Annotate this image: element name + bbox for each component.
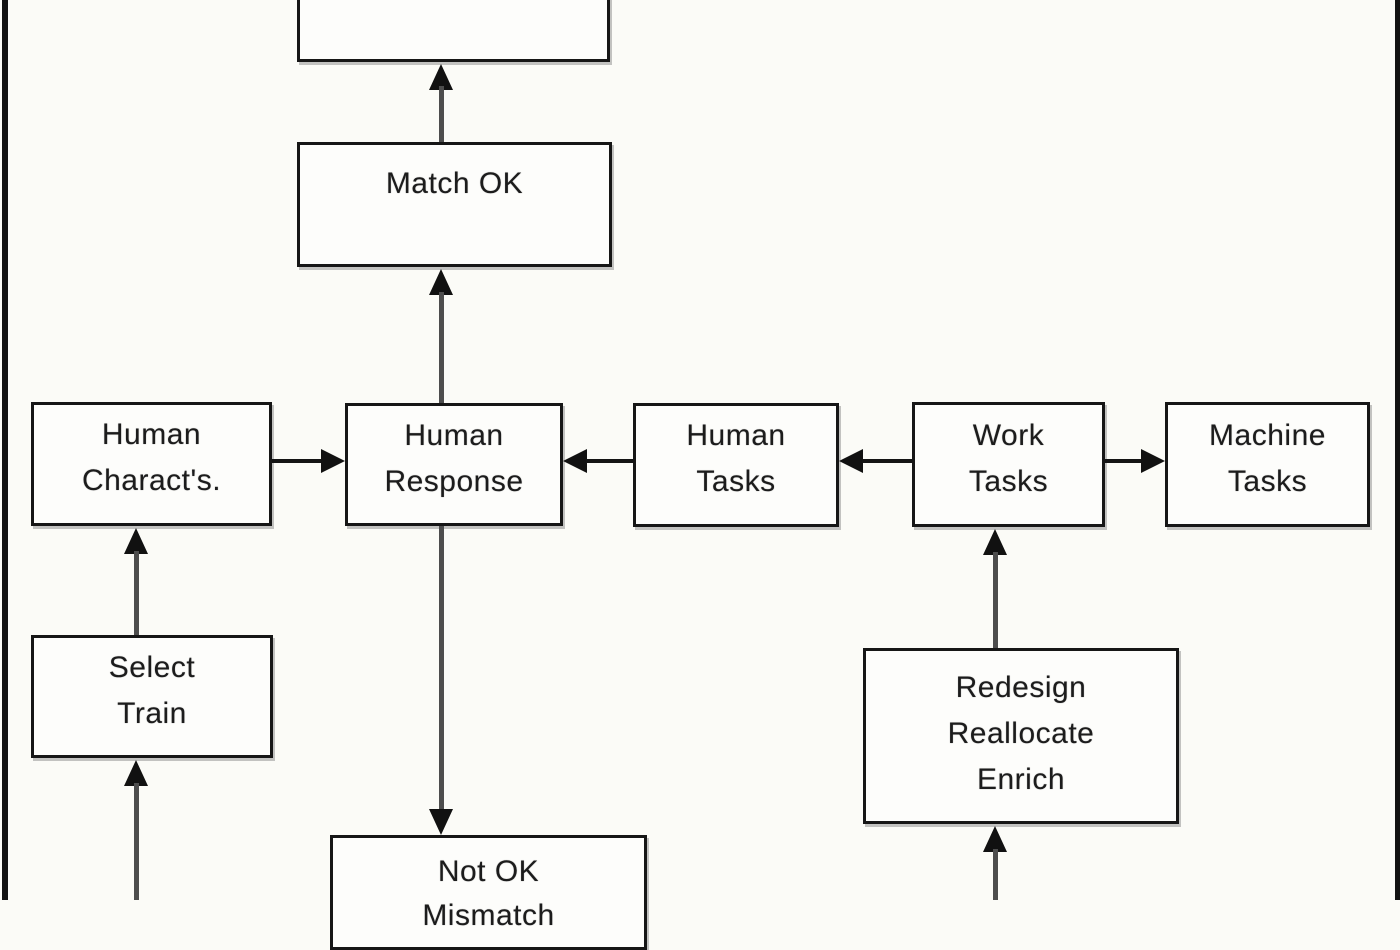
node-label: Select [108,650,196,684]
arrowhead-up-icon [429,64,453,90]
node-label: Reallocate [947,717,1095,750]
arrow-shaft [439,526,444,813]
node-label: Train [117,696,187,730]
arrow-shaft [862,459,912,463]
node-label: Human [686,419,786,452]
arrowhead-up-icon [983,529,1007,555]
arrowhead-up-icon [124,760,148,786]
arrowhead-right-icon [1141,449,1165,473]
node-human-response: Human Response [345,403,563,526]
node-label: Machine [1209,418,1326,452]
node-select-train: Select Train [31,635,273,758]
arrow-shaft [439,292,444,403]
arrowhead-up-icon [124,528,148,554]
node-label: Human [101,418,202,451]
arrowhead-up-icon [429,269,453,295]
node-human-characteristics: Human Charact's. [31,402,272,526]
node-label: Tasks [968,464,1049,498]
node-redesign-reallocate-enrich: Redesign Reallocate Enrich [863,648,1179,824]
arrow-shaft [439,86,444,142]
arrowhead-left-icon [839,449,863,473]
node-label: Not OK [437,855,540,888]
arrow-shaft [993,849,998,900]
node-label: Work [972,418,1045,452]
node-human-tasks: Human Tasks [633,403,839,527]
node-label: Tasks [696,465,776,498]
arrow-shaft [272,459,322,463]
node-not-ok-mismatch: Not OK Mismatch [330,835,647,950]
arrow-shaft [1105,459,1142,463]
node-label: Charact's. [81,464,222,497]
arrowhead-up-icon [983,826,1007,852]
node-label: Human [404,418,504,452]
arrowhead-left-icon [563,449,587,473]
node-label: Enrich [976,763,1066,796]
node-label: Redesign [955,671,1087,704]
arrow-shaft [586,459,633,463]
arrowhead-right-icon [321,449,345,473]
node-top-cropped [297,0,610,62]
node-machine-tasks: Machine Tasks [1165,402,1370,527]
arrow-shaft [134,783,139,900]
node-label: Mismatch [422,899,555,932]
arrow-shaft [134,551,139,635]
arrow-shaft [993,552,998,648]
node-match-ok: Match OK [297,142,612,267]
diagram-right-border [1395,0,1400,900]
node-label: Tasks [1227,464,1308,498]
node-work-tasks: Work Tasks [912,402,1105,527]
arrowhead-down-icon [429,809,453,835]
diagram-left-border [2,0,8,900]
node-label: Response [384,464,524,498]
node-label: Match OK [385,167,524,200]
